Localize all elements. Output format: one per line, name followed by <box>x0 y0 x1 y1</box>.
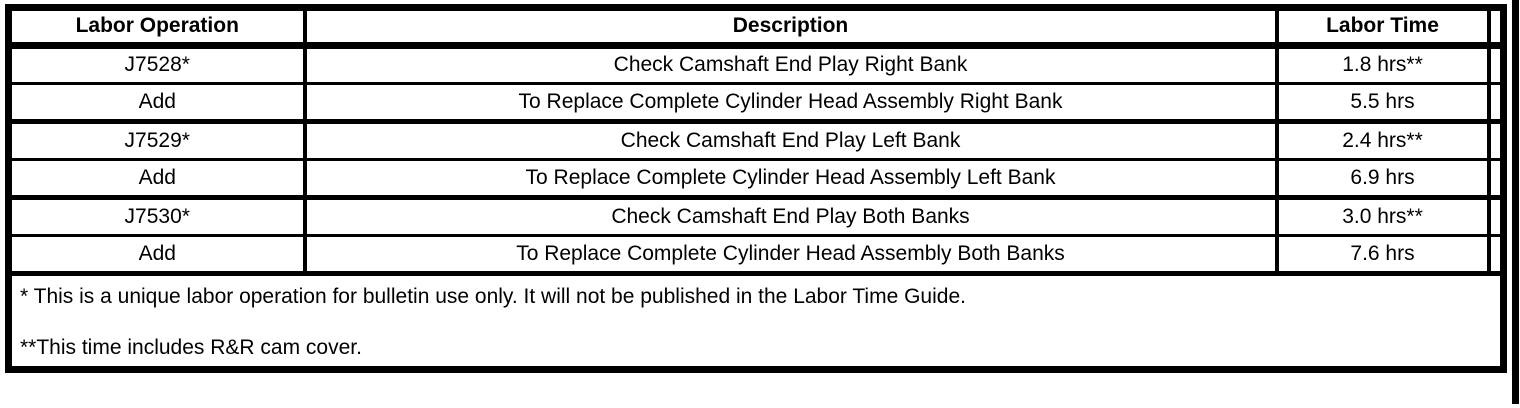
description-cell: Check Camshaft End Play Right Bank <box>302 45 1279 85</box>
header-row: Labor Operation Description Labor Time <box>6 7 1506 49</box>
labor-operation-cell: Add <box>6 83 307 124</box>
description-cell: To Replace Complete Cylinder Head Assemb… <box>302 235 1279 276</box>
labor-operation-cell: J7530* <box>6 197 307 237</box>
labor-operation-cell: J7529* <box>6 121 307 161</box>
footnote-asterisk: * This is a unique labor operation for b… <box>20 285 966 308</box>
table-row: J7530* Check Camshaft End Play Both Bank… <box>6 197 1506 237</box>
header-labor-time: Labor Time <box>1274 7 1491 49</box>
labor-operation-cell: Add <box>6 235 307 276</box>
header-labor-operation: Labor Operation <box>6 7 307 49</box>
spacer-cell <box>1486 159 1506 200</box>
header-spacer <box>1486 7 1506 49</box>
spacer-cell <box>1486 197 1506 237</box>
spacer-cell <box>1486 45 1506 85</box>
labor-time-cell: 6.9 hrs <box>1274 159 1491 200</box>
table-row: Add To Replace Complete Cylinder Head As… <box>6 159 1506 200</box>
table-row: J7529* Check Camshaft End Play Left Bank… <box>6 121 1506 161</box>
table-row: Add To Replace Complete Cylinder Head As… <box>6 235 1506 276</box>
labor-time-cell: 1.8 hrs** <box>1274 45 1491 85</box>
labor-time-cell: 5.5 hrs <box>1274 83 1491 124</box>
description-cell: To Replace Complete Cylinder Head Assemb… <box>302 83 1279 124</box>
table-row: J7528* Check Camshaft End Play Right Ban… <box>6 45 1506 85</box>
header-description: Description <box>302 7 1279 49</box>
description-cell: To Replace Complete Cylinder Head Assemb… <box>302 159 1279 200</box>
footnotes-row: * This is a unique labor operation for b… <box>6 273 1506 370</box>
labor-operation-cell: Add <box>6 159 307 200</box>
labor-time-cell: 3.0 hrs** <box>1274 197 1491 237</box>
footnote-double-asterisk: **This time includes R&R cam cover. <box>20 336 362 360</box>
page-edge-border <box>1512 0 1519 404</box>
spacer-cell <box>1486 235 1506 276</box>
table-row: Add To Replace Complete Cylinder Head As… <box>6 83 1506 124</box>
footnotes-section: * This is a unique labor operation for b… <box>6 273 1506 370</box>
labor-time-cell: 7.6 hrs <box>1274 235 1491 276</box>
spacer-cell <box>1486 83 1506 124</box>
labor-operation-cell: J7528* <box>6 45 307 85</box>
description-cell: Check Camshaft End Play Both Banks <box>302 197 1279 237</box>
spacer-cell <box>1486 121 1506 161</box>
labor-time-table: Labor Operation Description Labor Time J… <box>5 4 1507 374</box>
description-cell: Check Camshaft End Play Left Bank <box>302 121 1279 161</box>
labor-time-cell: 2.4 hrs** <box>1274 121 1491 161</box>
